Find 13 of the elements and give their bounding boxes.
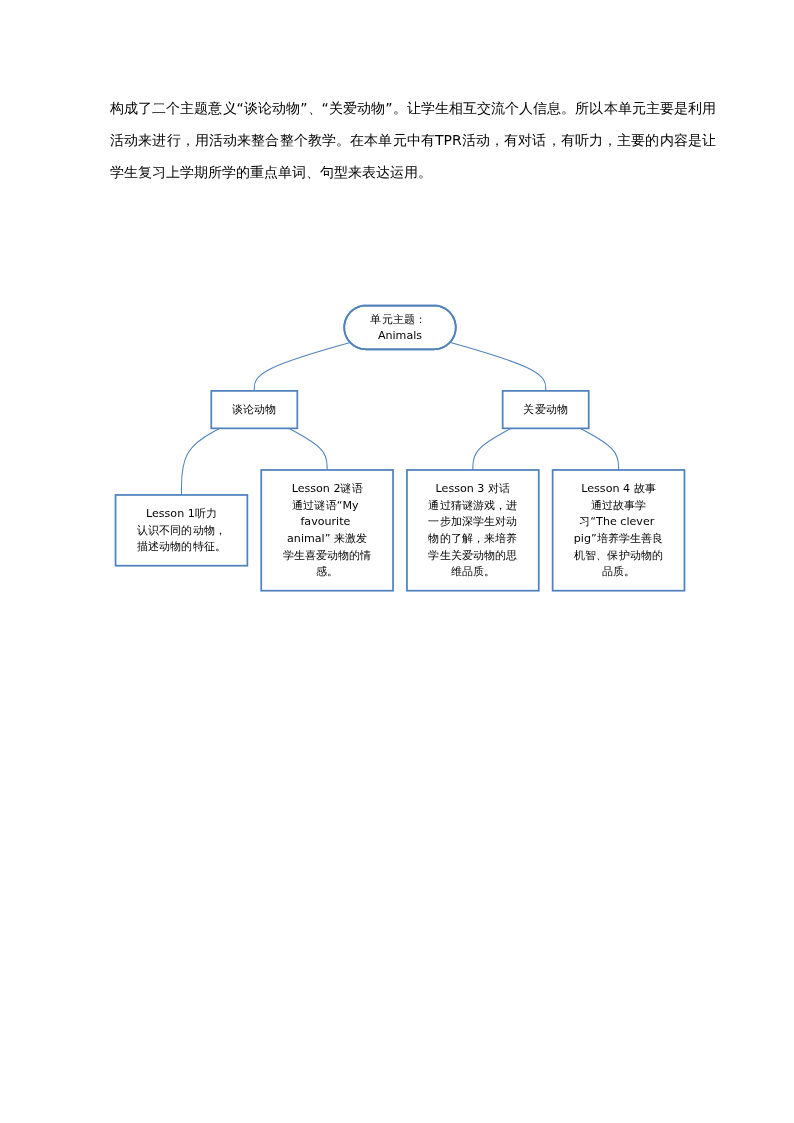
paragraph-text: 构成了二个主题意义“谈论动物”、“关爱动物”。让学生相互交流个人信息。所以本单元主要是利用活动来进行，用活动来整合整个教学。在本单元中有TPR活动，有对话，有听力，主要的内容是让学生复习上学期所学的重点单词、句型来表达运用。 [110,99,716,182]
connector [472,427,512,471]
node-box: Lesson 3 对话 通过猜谜游戏，进一步加深学生对动物的了解，来培养学生关爱动物的思维品质。 [406,469,540,592]
connector [579,427,620,471]
node-box: Lesson 2谜语 通过谜语“My favourite animal” 来激发学生喜爱动物的情感。 [260,469,394,592]
node-box: 关爱动物 [501,390,590,430]
connector [288,427,328,471]
connector [449,341,547,392]
node-box: Lesson 4 故事 通过故事学习“The clever pig”培养学生善良机智、保护动物的品质。 [551,469,686,592]
connector [253,341,351,392]
connector [180,427,221,496]
node-box: Lesson 1听力 认识不同的动物，描述动物的特征。 [114,494,249,567]
node-box: 谈论动物 [210,390,299,430]
